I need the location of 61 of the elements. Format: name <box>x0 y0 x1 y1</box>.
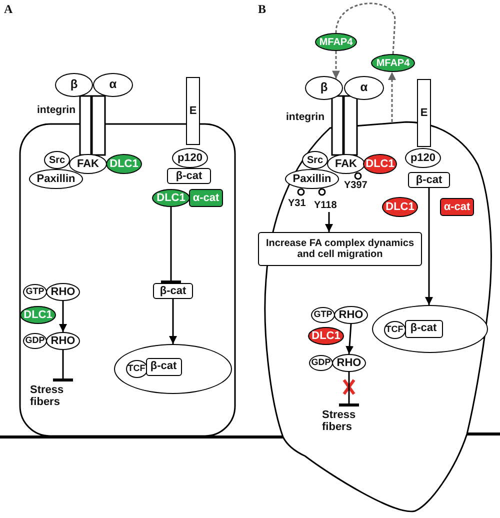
protein-ellipse: GDP <box>309 355 333 371</box>
protein-box: β-cat <box>167 168 211 184</box>
site-label: Y397 <box>344 180 368 191</box>
receptor-bar: E <box>417 79 431 147</box>
panel-letter: A <box>4 2 13 17</box>
protein-ellipse: DLC1 <box>363 154 397 174</box>
protein-ellipse: DLC1 <box>20 306 56 324</box>
arrow <box>346 324 354 354</box>
arrow <box>325 212 333 232</box>
protein-ellipse: RHO <box>46 332 80 350</box>
protein-ellipse: DLC1 <box>308 327 344 345</box>
panel-letter: B <box>258 2 266 17</box>
inhibition-line <box>53 350 73 382</box>
arrow <box>332 51 340 79</box>
inhibition-line <box>339 372 359 406</box>
protein-ellipse: RHO <box>334 306 368 324</box>
protein-ellipse: DLC1 <box>152 189 190 207</box>
protein-box: α-cat <box>189 189 223 207</box>
protein-ellipse: Paxillin <box>29 169 83 189</box>
protein-ellipse: p120 <box>405 148 441 168</box>
protein-ellipse: β <box>55 73 93 97</box>
label-text: integrin <box>37 104 76 116</box>
protein-box: β-cat <box>408 172 450 188</box>
protein-ellipse: RHO <box>46 283 80 301</box>
arrow <box>59 301 67 332</box>
protein-ellipse: FAK <box>69 154 107 174</box>
label-text: integrin <box>286 111 324 123</box>
protein-ellipse: FAK <box>327 154 365 174</box>
arrow <box>425 188 433 305</box>
protein-ellipse: Src <box>302 151 328 169</box>
protein-ellipse: DLC1 <box>106 154 142 174</box>
receptor-bar: E <box>186 77 200 145</box>
protein-box: β-cat <box>146 358 182 376</box>
protein-ellipse: GTP <box>23 284 47 300</box>
inhibition-line <box>161 207 181 284</box>
protein-box: β-cat <box>153 283 193 299</box>
protein-ellipse: RHO <box>332 354 366 372</box>
site-label: Y118 <box>314 198 344 212</box>
process-box: Increase FA complex dynamics and cell migration <box>258 232 422 266</box>
node-label: Stress fibers <box>322 406 364 436</box>
nucleus-ellipse <box>114 344 232 394</box>
arrow <box>169 299 177 344</box>
protein-ellipse: GDP <box>23 333 47 349</box>
protein-box: α-cat <box>440 198 474 216</box>
protein-ellipse: GTP <box>311 307 335 323</box>
protein-ellipse: DLC1 <box>382 197 418 217</box>
protein-ellipse: α <box>93 73 133 97</box>
arrow <box>388 72 396 122</box>
protein-ellipse: Paxillin <box>285 169 339 189</box>
protein-box: β-cat <box>404 320 442 338</box>
node-label: Stress fibers <box>30 381 72 411</box>
protein-ellipse: β <box>305 76 343 100</box>
protein-ellipse: MFAP4 <box>371 54 415 72</box>
nucleus-ellipse <box>372 305 488 353</box>
site-label: Y31 <box>288 198 306 209</box>
protein-ellipse: p120 <box>172 148 208 168</box>
protein-ellipse: MFAP4 <box>315 33 357 51</box>
protein-ellipse: TCF <box>126 360 148 378</box>
protein-ellipse: Src <box>44 151 70 169</box>
protein-ellipse: TCF <box>384 320 406 338</box>
protein-ellipse: α <box>344 76 384 100</box>
